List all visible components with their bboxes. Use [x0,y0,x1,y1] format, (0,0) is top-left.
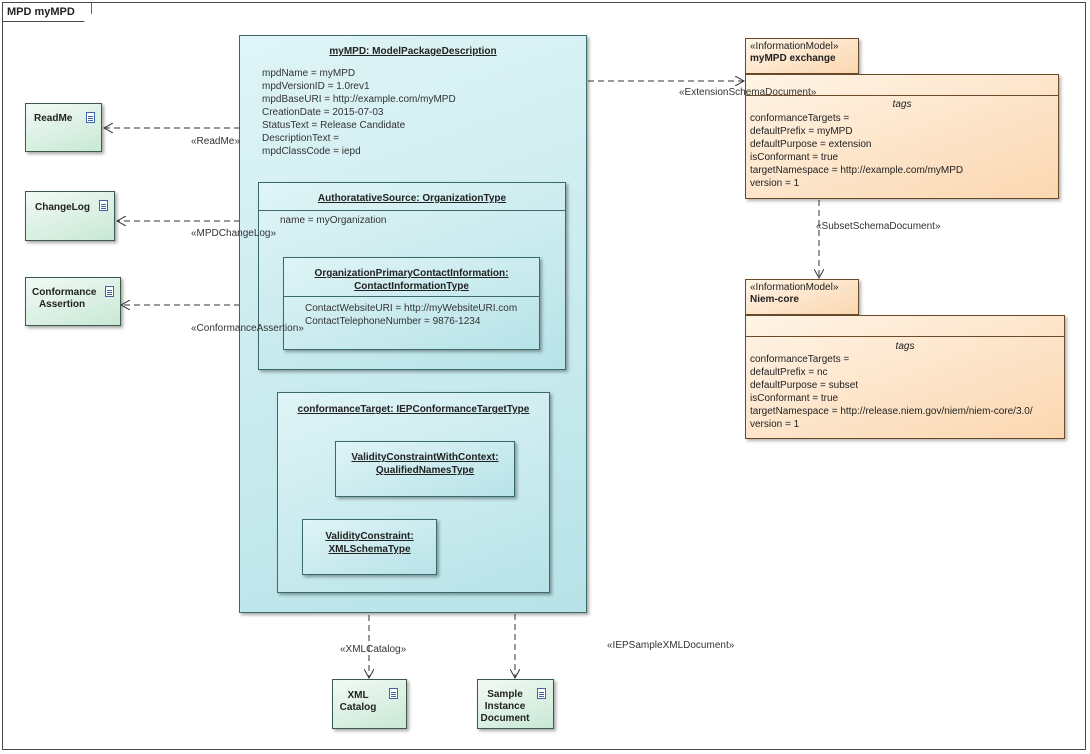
niem-core-tag: conformanceTargets = [750,354,850,365]
niem-core-tag: targetNamespace = http://release.niem.go… [750,406,1033,417]
exchange-tags-header: tags [892,99,912,110]
validity-constraint-title-2: XMLSchemaType [328,544,411,555]
extension-schema-connector-label: «ExtensionSchemaDocument» [679,87,817,98]
validity-context-title-1: ValidityConstraintWithContext: [351,452,499,463]
conformance-assertion-document[interactable]: Conformance Assertion [25,277,121,326]
attr-contact-website: ContactWebsiteURI = http://myWebsiteURI.… [305,303,518,314]
attr-org-name: name = myOrganization [280,215,387,226]
niem-core-package-body[interactable]: tags conformanceTargets = defaultPrefix … [745,315,1065,439]
exchange-tag: defaultPurpose = extension [750,139,872,150]
niem-core-tag: defaultPurpose = subset [750,380,859,391]
niem-core-stereotype: «InformationModel» [750,282,839,293]
subset-schema-connector-label: «SubsetSchemaDocument» [816,221,941,232]
attr-contact-phone: ContactTelephoneNumber = 9876-1234 [305,316,481,327]
validity-constraint-with-context[interactable]: ValidityConstraintWithContext: Qualified… [335,441,515,497]
document-icon [86,112,95,123]
conformance-label-1: Conformance [32,287,97,298]
exchange-package-tab[interactable]: «InformationModel» myMPD exchange [745,38,859,74]
niem-core-separator [746,336,1064,337]
readme-document[interactable]: ReadMe [25,103,102,152]
document-icon [389,688,398,699]
xml-catalog-label-1: XML [347,690,369,701]
exchange-package-name: myMPD exchange [750,53,836,64]
exchange-tag: conformanceTargets = [750,113,850,124]
conformance-label-2: Assertion [38,299,86,310]
validity-constraint-title-1: ValidityConstraint: [325,531,414,542]
niem-core-tag: defaultPrefix = nc [750,367,828,378]
document-icon [99,200,108,211]
exchange-tag: defaultPrefix = myMPD [750,126,853,137]
xml-catalog-label-2: Catalog [339,702,377,713]
attr-mpd-name: mpdName = myMPD [262,68,356,79]
exchange-tag: isConformant = true [750,152,839,163]
contact-information-object[interactable]: OrganizationPrimaryContactInformation: C… [283,257,540,350]
document-icon [537,688,546,699]
readme-label: ReadMe [34,113,73,124]
attr-description-text: DescriptionText = [262,133,339,144]
xml-catalog-connector-label: «XMLCatalog» [340,644,407,655]
contact-information-title-2: ContactInformationType [354,281,469,292]
sample-instance-document[interactable]: Sample Instance Document [477,679,554,729]
exchange-tag: targetNamespace = http://example.com/myM… [750,165,964,176]
exchange-tag: version = 1 [750,178,800,189]
xml-catalog-document[interactable]: XML Catalog [332,679,407,729]
validity-context-title-2: QualifiedNamesType [375,465,475,476]
exchange-separator [746,95,1058,96]
attr-version-id: mpdVersionID = 1.0rev1 [262,81,370,92]
attr-class-code: mpdClassCode = iepd [262,146,361,157]
sample-label-2: Instance [484,701,526,712]
frame-title: MPD myMPD [3,3,92,22]
changelog-connector-label: «MPDChangeLog» [191,228,277,239]
exchange-stereotype: «InformationModel» [750,41,839,52]
readme-connector-label: «ReadMe» [191,136,240,147]
conformance-target-title: conformanceTarget: IEPConformanceTargetT… [297,404,530,415]
authoritative-source-divider [259,210,565,211]
model-package-title: myMPD: ModelPackageDescription [329,46,497,57]
niem-core-tags-header: tags [895,341,915,352]
changelog-label: ChangeLog [35,202,90,213]
contact-divider [284,296,539,297]
niem-core-tag: version = 1 [750,419,800,430]
sample-label-1: Sample [487,689,523,700]
contact-information-title-1: OrganizationPrimaryContactInformation: [314,268,509,279]
attr-creation-date: CreationDate = 2015-07-03 [262,107,384,118]
conformance-connector-label: «ConformanceAssertion» [191,323,304,334]
authoritative-source-title: AuthoratativeSource: OrganizationType [317,193,507,204]
attr-base-uri: mpdBaseURI = http://example.com/myMPD [262,94,456,105]
sample-label-3: Document [480,713,530,724]
exchange-package-body[interactable]: tags conformanceTargets = defaultPrefix … [745,74,1059,199]
changelog-document[interactable]: ChangeLog [25,191,115,241]
attr-status-text: StatusText = Release Candidate [262,120,406,131]
document-icon [105,286,114,297]
niem-core-package-tab[interactable]: «InformationModel» Niem-core [745,279,859,315]
niem-core-tag: isConformant = true [750,393,839,404]
sample-xml-connector-label: «IEPSampleXMLDocument» [607,640,735,651]
validity-constraint[interactable]: ValidityConstraint: XMLSchemaType [302,519,437,575]
niem-core-package-name: Niem-core [750,294,799,305]
